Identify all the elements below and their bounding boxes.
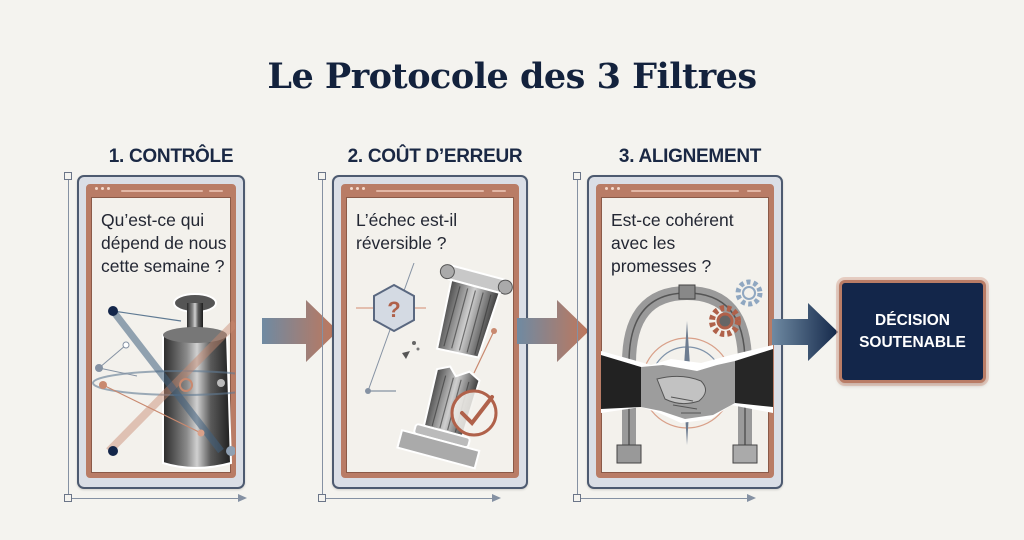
step-3-label: 3. ALIGNEMENT xyxy=(618,146,762,167)
axis-corner-icon xyxy=(318,494,326,502)
gear-icon xyxy=(735,279,763,307)
step-1-card: Qu’est-ce qui dépend de nous cette semai… xyxy=(77,175,245,489)
question-hexagon-icon: ? xyxy=(373,283,415,333)
axis-corner-icon xyxy=(573,172,581,180)
step-1-question: Qu’est-ce qui dépend de nous cette semai… xyxy=(101,210,227,276)
axis-corner-icon xyxy=(318,172,326,180)
axis-horizontal xyxy=(326,498,494,499)
window-bar xyxy=(747,190,761,192)
window-bar xyxy=(376,190,484,192)
arrow-right-icon xyxy=(262,300,338,362)
step-1-window: Qu’est-ce qui dépend de nous cette semai… xyxy=(86,184,236,478)
step-3-card: Est-ce cohérent avec les promesses ? xyxy=(587,175,783,489)
axis-corner-icon xyxy=(573,494,581,502)
axis-vertical xyxy=(322,180,323,496)
window-bar xyxy=(209,190,223,192)
step-2-label: 2. COÛT D’ERREUR xyxy=(347,146,523,167)
step-3-window: Est-ce cohérent avec les promesses ? xyxy=(596,184,774,478)
axis-horizontal xyxy=(581,498,749,499)
weight-with-orbits-icon xyxy=(92,293,235,469)
decision-line-1: DÉCISION xyxy=(875,311,950,329)
broken-column-icon: ? xyxy=(356,263,513,470)
window-bar xyxy=(631,190,739,192)
arrow-right-icon xyxy=(772,303,838,361)
decision-line-2: SOUTENABLE xyxy=(859,333,966,351)
window-dots-icon xyxy=(350,187,365,190)
window-bar xyxy=(121,190,203,192)
axis-arrow-icon xyxy=(238,494,247,502)
axis-vertical xyxy=(68,180,69,496)
axis-vertical xyxy=(577,180,578,496)
svg-text:?: ? xyxy=(387,297,400,322)
step-2-card: L’échec est-il réversible ? ? xyxy=(332,175,528,489)
decision-box: DÉCISION SOUTENABLE xyxy=(839,280,986,383)
axis-horizontal xyxy=(72,498,240,499)
step-1-label: 1. CONTRÔLE xyxy=(108,146,234,167)
window-dots-icon xyxy=(605,187,620,190)
arrow-right-icon xyxy=(517,300,589,362)
axis-arrow-icon xyxy=(747,494,756,502)
axis-arrow-icon xyxy=(492,494,501,502)
axis-corner-icon xyxy=(64,172,72,180)
step-3-question: Est-ce cohérent avec les promesses ? xyxy=(611,210,734,276)
page-title: Le Protocole des 3 Filtres xyxy=(267,56,757,97)
check-circle-icon xyxy=(450,389,498,437)
step-2-window: L’échec est-il réversible ? ? xyxy=(341,184,519,478)
window-bar xyxy=(492,190,506,192)
gear-icon xyxy=(709,305,741,337)
step-2-question: L’échec est-il réversible ? xyxy=(356,210,458,253)
handshake-arch-icon xyxy=(601,279,773,464)
axis-corner-icon xyxy=(64,494,72,502)
window-dots-icon xyxy=(95,187,110,190)
